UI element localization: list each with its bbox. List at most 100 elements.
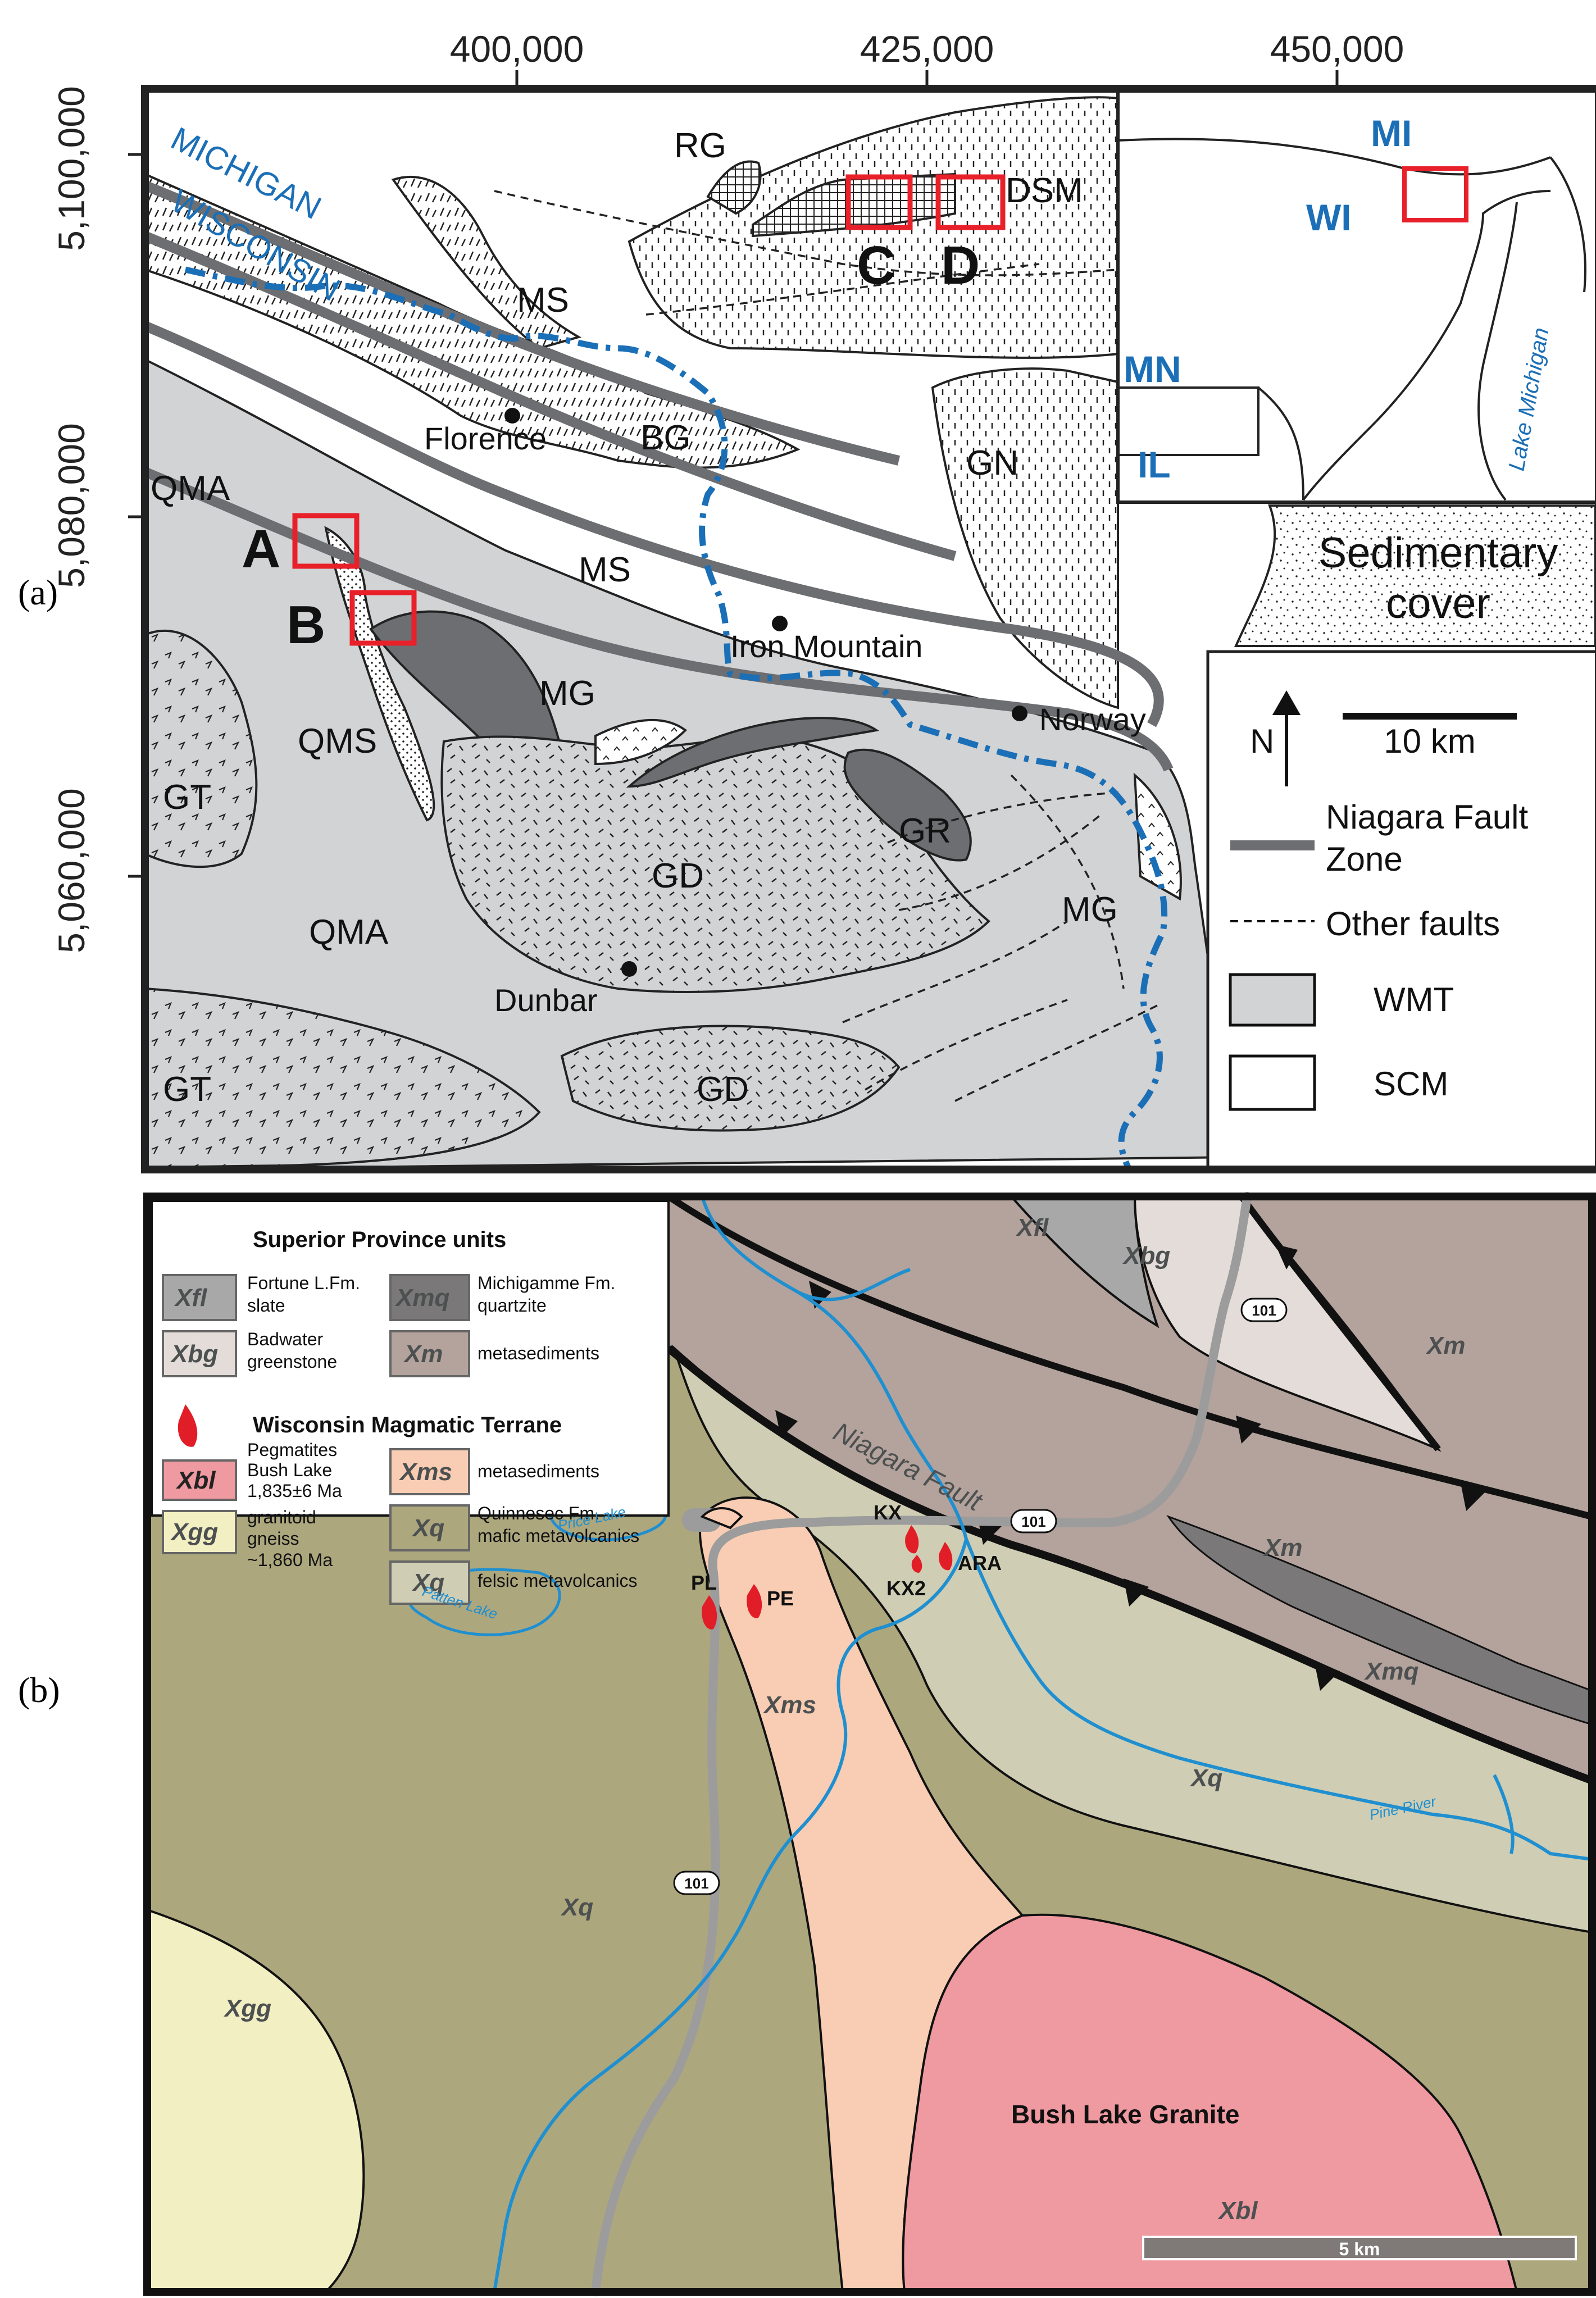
- unit-dsm: DSM: [1006, 171, 1083, 210]
- unit-mg-center: MG: [539, 674, 595, 713]
- panel-a-legend: N 10 km Niagara Fault Zone Other faults …: [1206, 650, 1596, 1171]
- map-unit-xq-mafic: Xq: [560, 1894, 593, 1921]
- legend-xmq-code: Xmq: [394, 1284, 449, 1312]
- legend-superior-title: Superior Province units: [253, 1227, 506, 1252]
- town-florence: Florence: [424, 421, 547, 456]
- legend-xbl-desc-2: 1,835±6 Ma: [247, 1481, 342, 1501]
- study-area-boxes: [292, 174, 1006, 646]
- legend-xbl-code: Xbl: [175, 1467, 216, 1494]
- sedimentary-cover-label-1: Sedimentary: [1318, 529, 1558, 577]
- box-b-label: B: [287, 595, 325, 655]
- box-c-label: C: [857, 235, 895, 295]
- xfl-area: [1008, 1195, 1160, 1328]
- site-kx-label: KX: [874, 1501, 902, 1524]
- site-ara-marker: [939, 1542, 953, 1571]
- inset-label-wi: WI: [1306, 197, 1352, 238]
- sedimentary-cover-label-2: cover: [1386, 580, 1490, 627]
- northing-tick-5100000: 5,100,000: [51, 86, 92, 251]
- unit-qma-north: QMA: [151, 469, 230, 508]
- unit-ms-north: MS: [517, 281, 569, 320]
- gt-body-lower: [144, 987, 541, 1169]
- panel-a-tag: (a): [18, 572, 58, 612]
- town-norway: Norway: [1039, 702, 1146, 737]
- map-unit-xq-felsic: Xq: [1189, 1764, 1222, 1792]
- unit-mg-east: MG: [1062, 890, 1118, 929]
- map-unit-xms: Xms: [762, 1691, 816, 1719]
- legend-xbl-desc-1: Bush Lake: [247, 1460, 332, 1480]
- scm-legend: SCM: [1374, 1065, 1448, 1103]
- inset-locator-box: [1402, 166, 1468, 222]
- north-arrow-icon: [1272, 690, 1301, 786]
- site-pl-marker: [702, 1595, 717, 1630]
- panel-a-towns: Florence Iron Mountain Norway Dunbar: [424, 408, 1146, 1018]
- xgg-area: [146, 1908, 365, 2293]
- xbl-area: [902, 1913, 1518, 2293]
- legend-xmq-desc-1: Michigamme Fm.: [478, 1273, 615, 1293]
- unit-qms: QMS: [298, 722, 377, 761]
- panel-a: (a) 400,000 425,000 450,000 5,100,000 5,…: [18, 28, 1596, 1173]
- map-unit-xm-center: Xm: [1262, 1534, 1302, 1562]
- legend-xgg-desc-1: granitoid: [247, 1507, 316, 1527]
- legend-xms-code: Xms: [398, 1458, 452, 1486]
- pegmatite-sites: PL PE KX KX2 ARA: [691, 1501, 1002, 1630]
- road-end-cap: [700, 1507, 743, 1530]
- legend-xq-mafic-code: Xq: [411, 1514, 444, 1542]
- xbg-boundary-line: [1239, 1194, 1441, 1451]
- xmq-strip: [1166, 1515, 1593, 1726]
- map-unit-xbg: Xbg: [1122, 1242, 1170, 1269]
- gt-body-upper: [144, 629, 258, 868]
- site-ara-label: ARA: [958, 1551, 1002, 1575]
- legend-xm-code: Xm: [403, 1340, 443, 1368]
- easting-tick-450000: 450,000: [1270, 28, 1404, 70]
- legend-xq-felsic-row: Xq felsic metavolcanics: [389, 1560, 638, 1605]
- unit-bg: BG: [640, 418, 691, 457]
- unit-gd-main: GD: [652, 857, 704, 895]
- site-pe-label: PE: [767, 1587, 794, 1610]
- town-iron-mountain: Iron Mountain: [730, 629, 922, 664]
- site-kx2-marker: [911, 1555, 922, 1573]
- gd-body-lower: [560, 1025, 901, 1132]
- bush-lake-granite-label: Bush Lake Granite: [1011, 2100, 1239, 2129]
- inset-label-mn: MN: [1124, 348, 1181, 390]
- other-faults: [494, 190, 1158, 1102]
- legend-pegmatite-icon: [178, 1404, 198, 1447]
- mg-east-body: [1133, 772, 1182, 901]
- unit-rg: RG: [674, 126, 726, 165]
- wmt-legend: WMT: [1374, 981, 1454, 1018]
- unit-gd-lower: GD: [697, 1070, 749, 1109]
- legend-pegmatites: Pegmatites: [247, 1440, 337, 1460]
- inset-label-mi: MI: [1371, 112, 1412, 154]
- panel-b-legend: Superior Province units Xfl Fortune L.Fm…: [151, 1200, 670, 1570]
- rivers: [493, 1196, 1593, 2292]
- legend-xm-desc: metasediments: [478, 1343, 599, 1363]
- site-pl-label: PL: [691, 1571, 717, 1594]
- map-unit-xbl: Xbl: [1217, 2197, 1258, 2224]
- panel-a-unit-labels: RG DSM MS BG GN MS QMA QMS MG MG GD GD G…: [151, 126, 1118, 1109]
- legend-xgg-desc-3: ~1,860 Ma: [247, 1550, 333, 1570]
- thrust-teeth: [775, 1410, 1340, 1691]
- highway-101: [591, 1192, 1252, 2296]
- road-shield-101-north: 101: [1252, 1302, 1276, 1319]
- upper-thrust-line: [666, 1194, 1593, 1520]
- bg-upper-lobe: [391, 176, 582, 350]
- rg-body: [706, 160, 762, 215]
- unit-gt-upper: GT: [163, 778, 211, 817]
- inset-label-il: IL: [1138, 444, 1171, 485]
- easting-axis: 400,000 425,000 450,000: [450, 28, 1404, 87]
- legend-xbg-desc-1: Badwater: [247, 1329, 324, 1349]
- state-boundary: [184, 266, 1168, 1171]
- legend-xfl-desc-2: slate: [247, 1295, 285, 1316]
- legend-xq-mafic-desc-1: Quinnesec Fm.: [478, 1503, 599, 1523]
- northing-tick-5080000: 5,080,000: [51, 423, 92, 588]
- map-unit-xfl: Xfl: [1015, 1214, 1049, 1241]
- legend-wmt-title: Wisconsin Magmatic Terrane: [253, 1413, 562, 1437]
- gn-body: [931, 367, 1119, 709]
- north-label: N: [1250, 722, 1274, 760]
- legend-xq-felsic-code: Xq: [411, 1569, 444, 1596]
- easting-tick-425000: 425,000: [860, 28, 994, 70]
- scale-5km-label: 5 km: [1339, 2239, 1380, 2259]
- unit-gr: GR: [899, 812, 951, 850]
- box-a-label: A: [242, 519, 280, 579]
- unit-ms-south: MS: [579, 550, 631, 589]
